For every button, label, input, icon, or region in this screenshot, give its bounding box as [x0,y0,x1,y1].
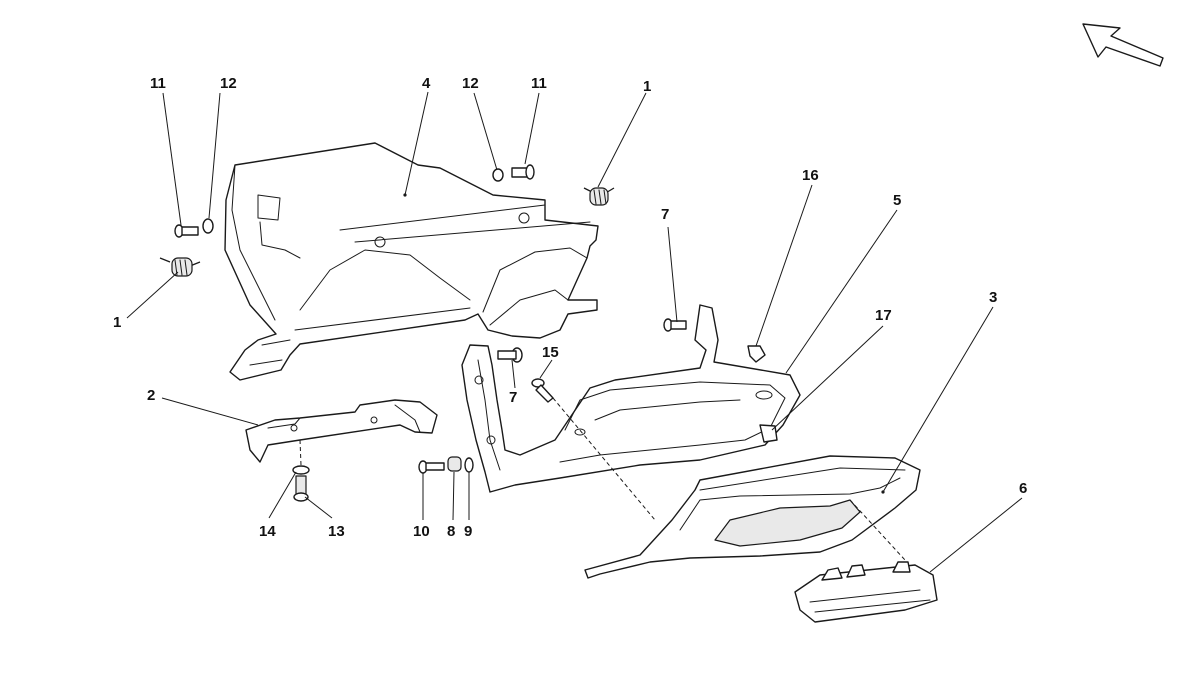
callout-1-left: 1 [113,314,121,331]
glove-box-lid [584,455,921,579]
spacer-8 [447,456,462,472]
callout-7-upper: 7 [661,206,669,223]
mounting-bracket [245,399,438,463]
callout-13: 13 [328,523,345,540]
callout-11-left: 11 [150,75,166,92]
callout-2: 2 [147,387,155,404]
washer-12-left [202,218,214,234]
assembly-lines [299,397,906,561]
torsion-spring-right [583,187,615,206]
bolt-10 [418,460,445,474]
callout-12-right: 12 [462,75,479,92]
callout-11-right: 11 [531,75,547,92]
callout-12-left: 12 [220,75,237,92]
glove-box-body [224,142,599,381]
screw-7-upper [663,318,687,332]
washer-12-right [492,168,504,182]
torsion-spring-left [159,257,201,277]
washer-14 [292,465,310,475]
callout-10: 10 [413,523,430,540]
callout-8: 8 [447,523,455,540]
screw-7-lower [497,347,523,363]
direction-arrow-icon [1082,23,1164,67]
callout-7-lower: 7 [509,389,517,406]
clip-16 [747,345,766,363]
glove-box-frame [461,304,801,493]
latch-handle [794,561,938,623]
screw-11-right [511,164,535,180]
callout-3: 3 [989,289,997,306]
callout-14: 14 [259,523,276,540]
callout-17: 17 [875,307,892,324]
screw-15 [531,378,554,403]
screw-11-left [174,224,199,238]
callout-6: 6 [1019,480,1027,497]
washer-9 [464,457,474,473]
leader-lines [126,91,1023,573]
callout-5: 5 [893,192,901,209]
callout-4: 4 [422,75,431,92]
screw-13 [293,475,309,502]
callout-labels: 11 12 4 12 11 1 16 5 7 1 3 17 15 2 7 14 … [113,75,1027,540]
callout-1-right: 1 [643,78,651,95]
callout-9: 9 [464,523,472,540]
callout-15: 15 [542,344,559,361]
callout-16: 16 [802,167,819,184]
